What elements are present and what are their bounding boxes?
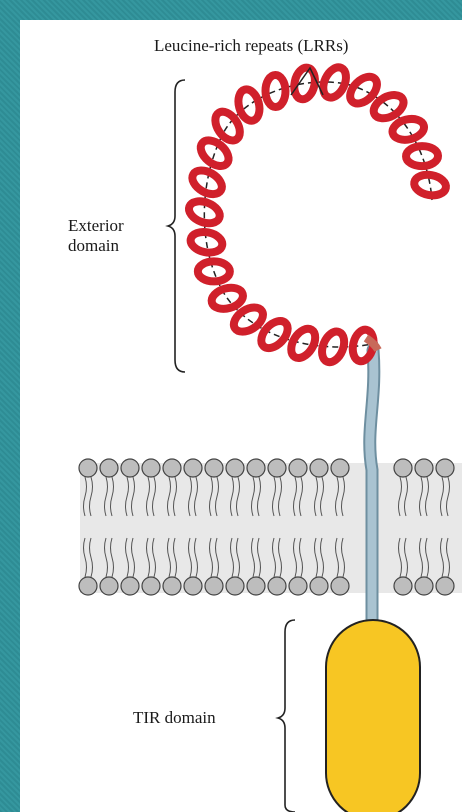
exterior-label-line1: Exterior xyxy=(68,216,124,236)
membrane-band xyxy=(80,463,462,593)
lrr-loop xyxy=(319,64,351,101)
lipid-head xyxy=(79,577,97,595)
lipid-head xyxy=(205,459,223,477)
figure-panel: Leucine-rich repeats (LRRs) Exterior dom… xyxy=(20,20,462,812)
tir-domain-label: TIR domain xyxy=(133,708,216,728)
lipid-head xyxy=(163,459,181,477)
lrr-loop xyxy=(406,146,438,167)
lipid-head xyxy=(268,459,286,477)
lrr-loop xyxy=(265,75,285,107)
lrr-loop xyxy=(292,66,318,101)
exterior-domain-brace xyxy=(168,80,185,372)
lipid-head xyxy=(331,577,349,595)
tir-domain-brace xyxy=(278,620,295,812)
lipid-head xyxy=(142,577,160,595)
lipid-head xyxy=(310,577,328,595)
lipid-head xyxy=(436,577,454,595)
lipid-head xyxy=(142,459,160,477)
lipid-head xyxy=(331,459,349,477)
lipid-head xyxy=(163,577,181,595)
lipid-head xyxy=(394,577,412,595)
lrr-label: Leucine-rich repeats (LRRs) xyxy=(154,36,348,56)
lipid-head xyxy=(268,577,286,595)
lipid-head xyxy=(310,459,328,477)
lipid-head xyxy=(226,577,244,595)
lipid-head xyxy=(121,577,139,595)
lipid-head xyxy=(184,577,202,595)
lrr-loop xyxy=(235,87,263,123)
tir-domain-shape xyxy=(326,620,420,812)
lipid-head xyxy=(415,459,433,477)
lipid-head xyxy=(205,577,223,595)
transmembrane-stalk xyxy=(370,350,374,620)
lipid-head xyxy=(247,459,265,477)
lipid-head xyxy=(289,459,307,477)
lipid-head xyxy=(79,459,97,477)
lipid-head xyxy=(394,459,412,477)
lipid-head xyxy=(121,459,139,477)
lipid-head xyxy=(226,459,244,477)
exterior-label-line2: domain xyxy=(68,236,124,256)
lipid-head xyxy=(415,577,433,595)
tlr-diagram xyxy=(20,20,462,812)
lrr-loop xyxy=(390,116,426,143)
lrr-coil xyxy=(186,64,448,366)
lipid-head xyxy=(436,459,454,477)
lrr-loop xyxy=(413,172,448,197)
lipid-head xyxy=(289,577,307,595)
lipid-head xyxy=(100,577,118,595)
lipid-head xyxy=(100,459,118,477)
lipid-head xyxy=(184,459,202,477)
exterior-domain-label: Exterior domain xyxy=(68,216,124,256)
lipid-head xyxy=(247,577,265,595)
